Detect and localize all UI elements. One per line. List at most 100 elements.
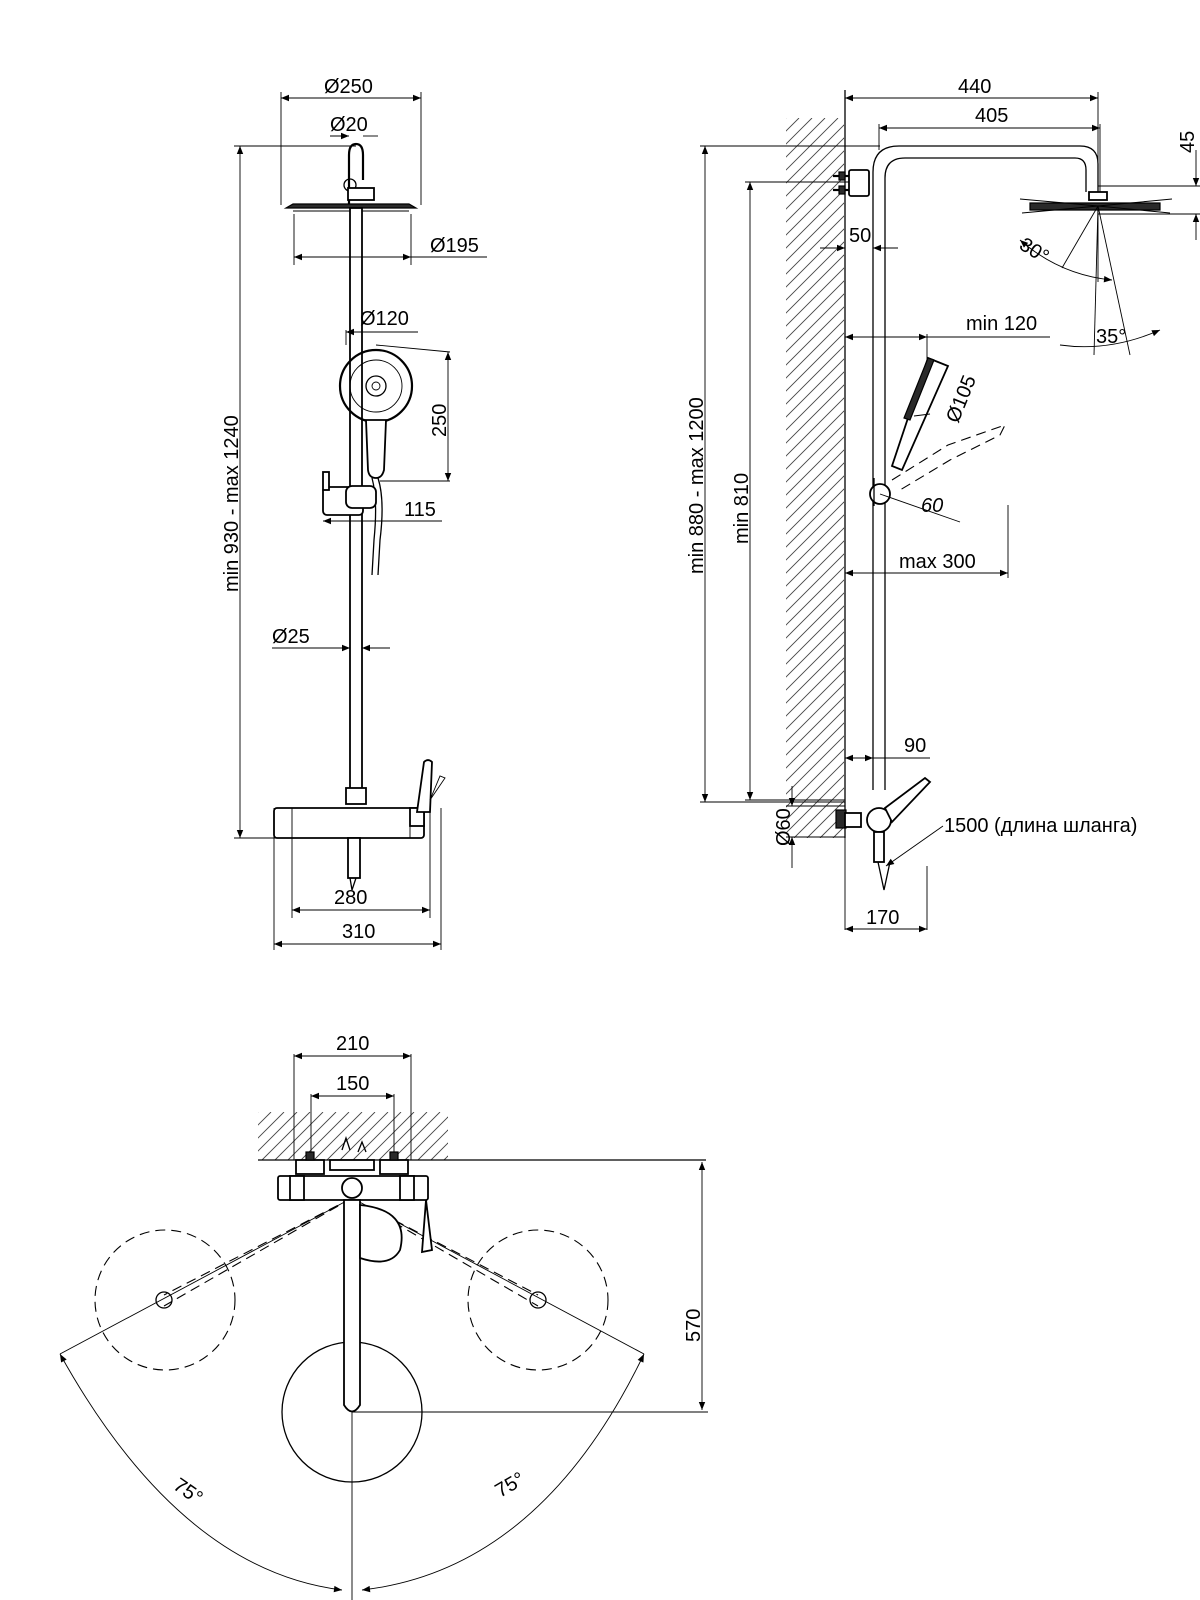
wall-hatch-line <box>404 1116 448 1160</box>
top-mixer <box>277 1135 433 1413</box>
wall-hatch-line <box>786 475 844 535</box>
dim-side-height-range: min 880 - max 1200 <box>686 397 708 574</box>
wall-hatch-line <box>786 761 844 821</box>
wall-hatch-line <box>786 410 844 470</box>
wall-hatch-line <box>786 137 844 197</box>
side-wall-hatch <box>786 118 844 838</box>
wall-hatch-line <box>430 1142 448 1160</box>
dim-wall-offset: 50 <box>849 225 871 247</box>
wall-hatch-line <box>786 462 844 522</box>
dim-top-depth: 570 <box>683 1309 705 1342</box>
wall-hatch-line <box>261 1112 311 1160</box>
wall-hatch-line <box>786 215 844 275</box>
dim-mixer-inner: 280 <box>334 887 367 909</box>
wall-hatch-line <box>786 150 844 210</box>
wall-hatch-line <box>786 579 844 639</box>
wall-hatch-line <box>786 774 844 834</box>
dim-holder-max: max 300 <box>899 551 976 573</box>
wall-hatch-line <box>365 1112 415 1160</box>
side-shower-arm <box>833 145 1099 790</box>
wall-hatch-line <box>391 1112 441 1160</box>
dim-right-angle: 75° <box>492 1468 529 1502</box>
side-hand-shower <box>869 356 1007 523</box>
side-overhead-head <box>1019 191 1173 356</box>
overhead-shower <box>283 142 419 212</box>
dim-plate-diameter: Ø195 <box>430 235 479 257</box>
wall-hatch-line <box>786 553 844 613</box>
wall-hatch-line <box>786 118 787 119</box>
top-view: 210 150 570 75° 75° <box>59 1033 708 1600</box>
dim-arm-projection: 440 <box>958 76 991 98</box>
dim-min-height: min 810 <box>731 473 753 544</box>
side-extension-lines <box>700 92 1200 930</box>
dim-mixer-depth: 170 <box>866 907 899 929</box>
side-view: 440 405 45 50 30° 35° min 120 Ø105 60 ma… <box>686 76 1200 933</box>
front-mixer <box>273 759 446 891</box>
wall-hatch-line <box>352 1112 402 1160</box>
wall-hatch-line <box>786 267 844 327</box>
wall-hatch-line <box>443 1155 448 1160</box>
wall-hatch-line <box>786 566 844 626</box>
wall-hatch-line <box>786 306 844 366</box>
dim-left-angle: 75° <box>169 1474 206 1509</box>
wall-hatch-line <box>786 696 844 756</box>
dim-holder-angle: 60 <box>921 495 943 517</box>
wall-hatch-line <box>786 118 826 158</box>
dim-front-height-range: min 930 - max 1240 <box>221 415 243 592</box>
dim-inlet-diameter: Ø60 <box>773 808 795 846</box>
wall-hatch-line <box>786 449 844 509</box>
wall-hatch-line <box>786 670 844 730</box>
wall-hatch-line <box>786 176 844 236</box>
top-wall-hatch <box>258 1112 448 1160</box>
wall-hatch-line <box>417 1129 448 1160</box>
wall-hatch-line <box>786 280 844 340</box>
side-dimensions: 440 405 45 50 30° 35° min 120 Ø105 60 ma… <box>686 76 1200 933</box>
dim-head-thickness: 45 <box>1177 131 1199 153</box>
wall-hatch-line <box>786 436 844 496</box>
wall-hatch-line <box>786 397 844 457</box>
dim-handshower-length: 250 <box>429 404 451 437</box>
dim-handshower-tilt: 35° <box>1096 326 1126 348</box>
dim-arm-diameter: Ø20 <box>330 114 368 136</box>
wall-hatch-line <box>258 1112 259 1113</box>
wall-hatch-line <box>832 826 844 838</box>
wall-hatch-line <box>258 1112 298 1152</box>
wall-hatch-line <box>313 1112 363 1160</box>
slide-holder <box>322 471 377 516</box>
dim-holder-min: min 120 <box>966 313 1037 335</box>
side-mixer <box>835 776 932 891</box>
wall-hatch-line <box>786 202 844 262</box>
wall-hatch-line <box>786 618 844 678</box>
dim-side-handshower-diameter: Ø105 <box>942 372 981 426</box>
wall-hatch-line <box>786 293 844 353</box>
wall-hatch-line <box>786 488 844 548</box>
hand-shower <box>338 348 414 576</box>
dim-arm-length: 405 <box>975 105 1008 127</box>
wall-hatch-line <box>786 189 844 249</box>
wall-hatch-line <box>326 1112 376 1160</box>
wall-hatch-line <box>274 1112 324 1160</box>
wall-hatch-line <box>786 683 844 743</box>
wall-hatch-line <box>287 1112 337 1160</box>
dim-holder-offset: 115 <box>404 499 436 521</box>
wall-hatch-line <box>786 163 844 223</box>
dim-handshower-diameter: Ø120 <box>360 308 409 330</box>
wall-hatch-line <box>786 722 844 782</box>
wall-hatch-line <box>786 358 844 418</box>
dim-inlet-spacing: 150 <box>336 1073 369 1095</box>
dim-mixer-width: 310 <box>342 921 375 943</box>
dim-outer-spacing: 210 <box>336 1033 369 1055</box>
front-dimensions: Ø250 Ø20 Ø195 Ø120 250 115 Ø25 min 930 -… <box>221 76 487 948</box>
wall-hatch-line <box>786 423 844 483</box>
dim-head-tilt: 30° <box>1015 234 1052 269</box>
dim-hose-length: 1500 (длина шланга) <box>944 815 1137 837</box>
dim-head-diameter: Ø250 <box>324 76 373 98</box>
wall-hatch-line <box>786 709 844 769</box>
front-view: Ø250 Ø20 Ø195 Ø120 250 115 Ø25 min 930 -… <box>221 76 487 950</box>
wall-hatch-line <box>786 748 844 808</box>
dim-mixer-offset: 90 <box>904 735 926 757</box>
wall-hatch-line <box>819 813 844 838</box>
wall-hatch-line <box>339 1112 389 1160</box>
wall-hatch-line <box>786 228 844 288</box>
